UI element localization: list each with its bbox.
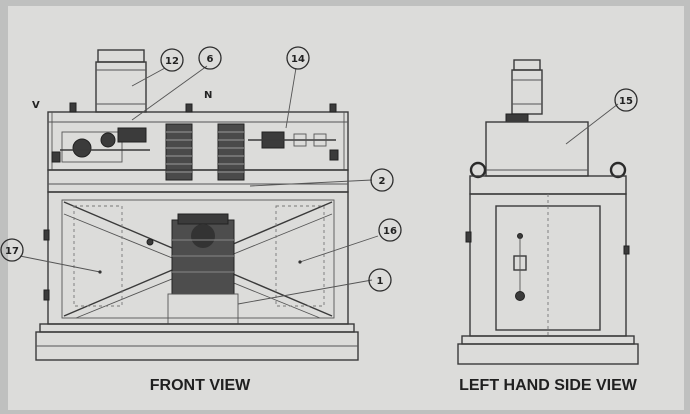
callout-6: 6 <box>198 46 222 70</box>
svg-text:12: 12 <box>165 56 179 67</box>
callout-15: 15 <box>614 88 638 112</box>
svg-text:1: 1 <box>377 276 384 287</box>
svg-text:16: 16 <box>383 226 397 237</box>
letter-v: V <box>32 100 40 111</box>
gear-mechanism <box>60 127 150 163</box>
coupling <box>51 131 339 163</box>
callout-12: 12 <box>160 48 184 72</box>
side-view: 15 LEFT HAND SIDE VIEW <box>457 59 639 394</box>
callout-2: 2 <box>370 168 394 192</box>
callout-17: 17 <box>0 238 24 262</box>
callout-14: 14 <box>286 46 310 70</box>
front-view: V N 12 6 14 2 16 <box>0 46 402 394</box>
front-view-title: FRONT VIEW <box>150 377 251 394</box>
central-motor <box>167 213 239 325</box>
bushing-right <box>217 123 245 181</box>
side-base <box>457 343 639 365</box>
paper-sheet <box>8 6 684 410</box>
svg-text:14: 14 <box>291 54 305 65</box>
svg-text:6: 6 <box>207 54 214 65</box>
callout-1: 1 <box>368 268 392 292</box>
svg-text:2: 2 <box>379 176 386 187</box>
callout-16: 16 <box>378 218 402 242</box>
bushing-left <box>165 123 193 181</box>
letter-n: N <box>204 90 212 101</box>
svg-text:17: 17 <box>5 246 19 257</box>
side-view-title: LEFT HAND SIDE VIEW <box>459 377 638 394</box>
svg-text:15: 15 <box>619 96 633 107</box>
